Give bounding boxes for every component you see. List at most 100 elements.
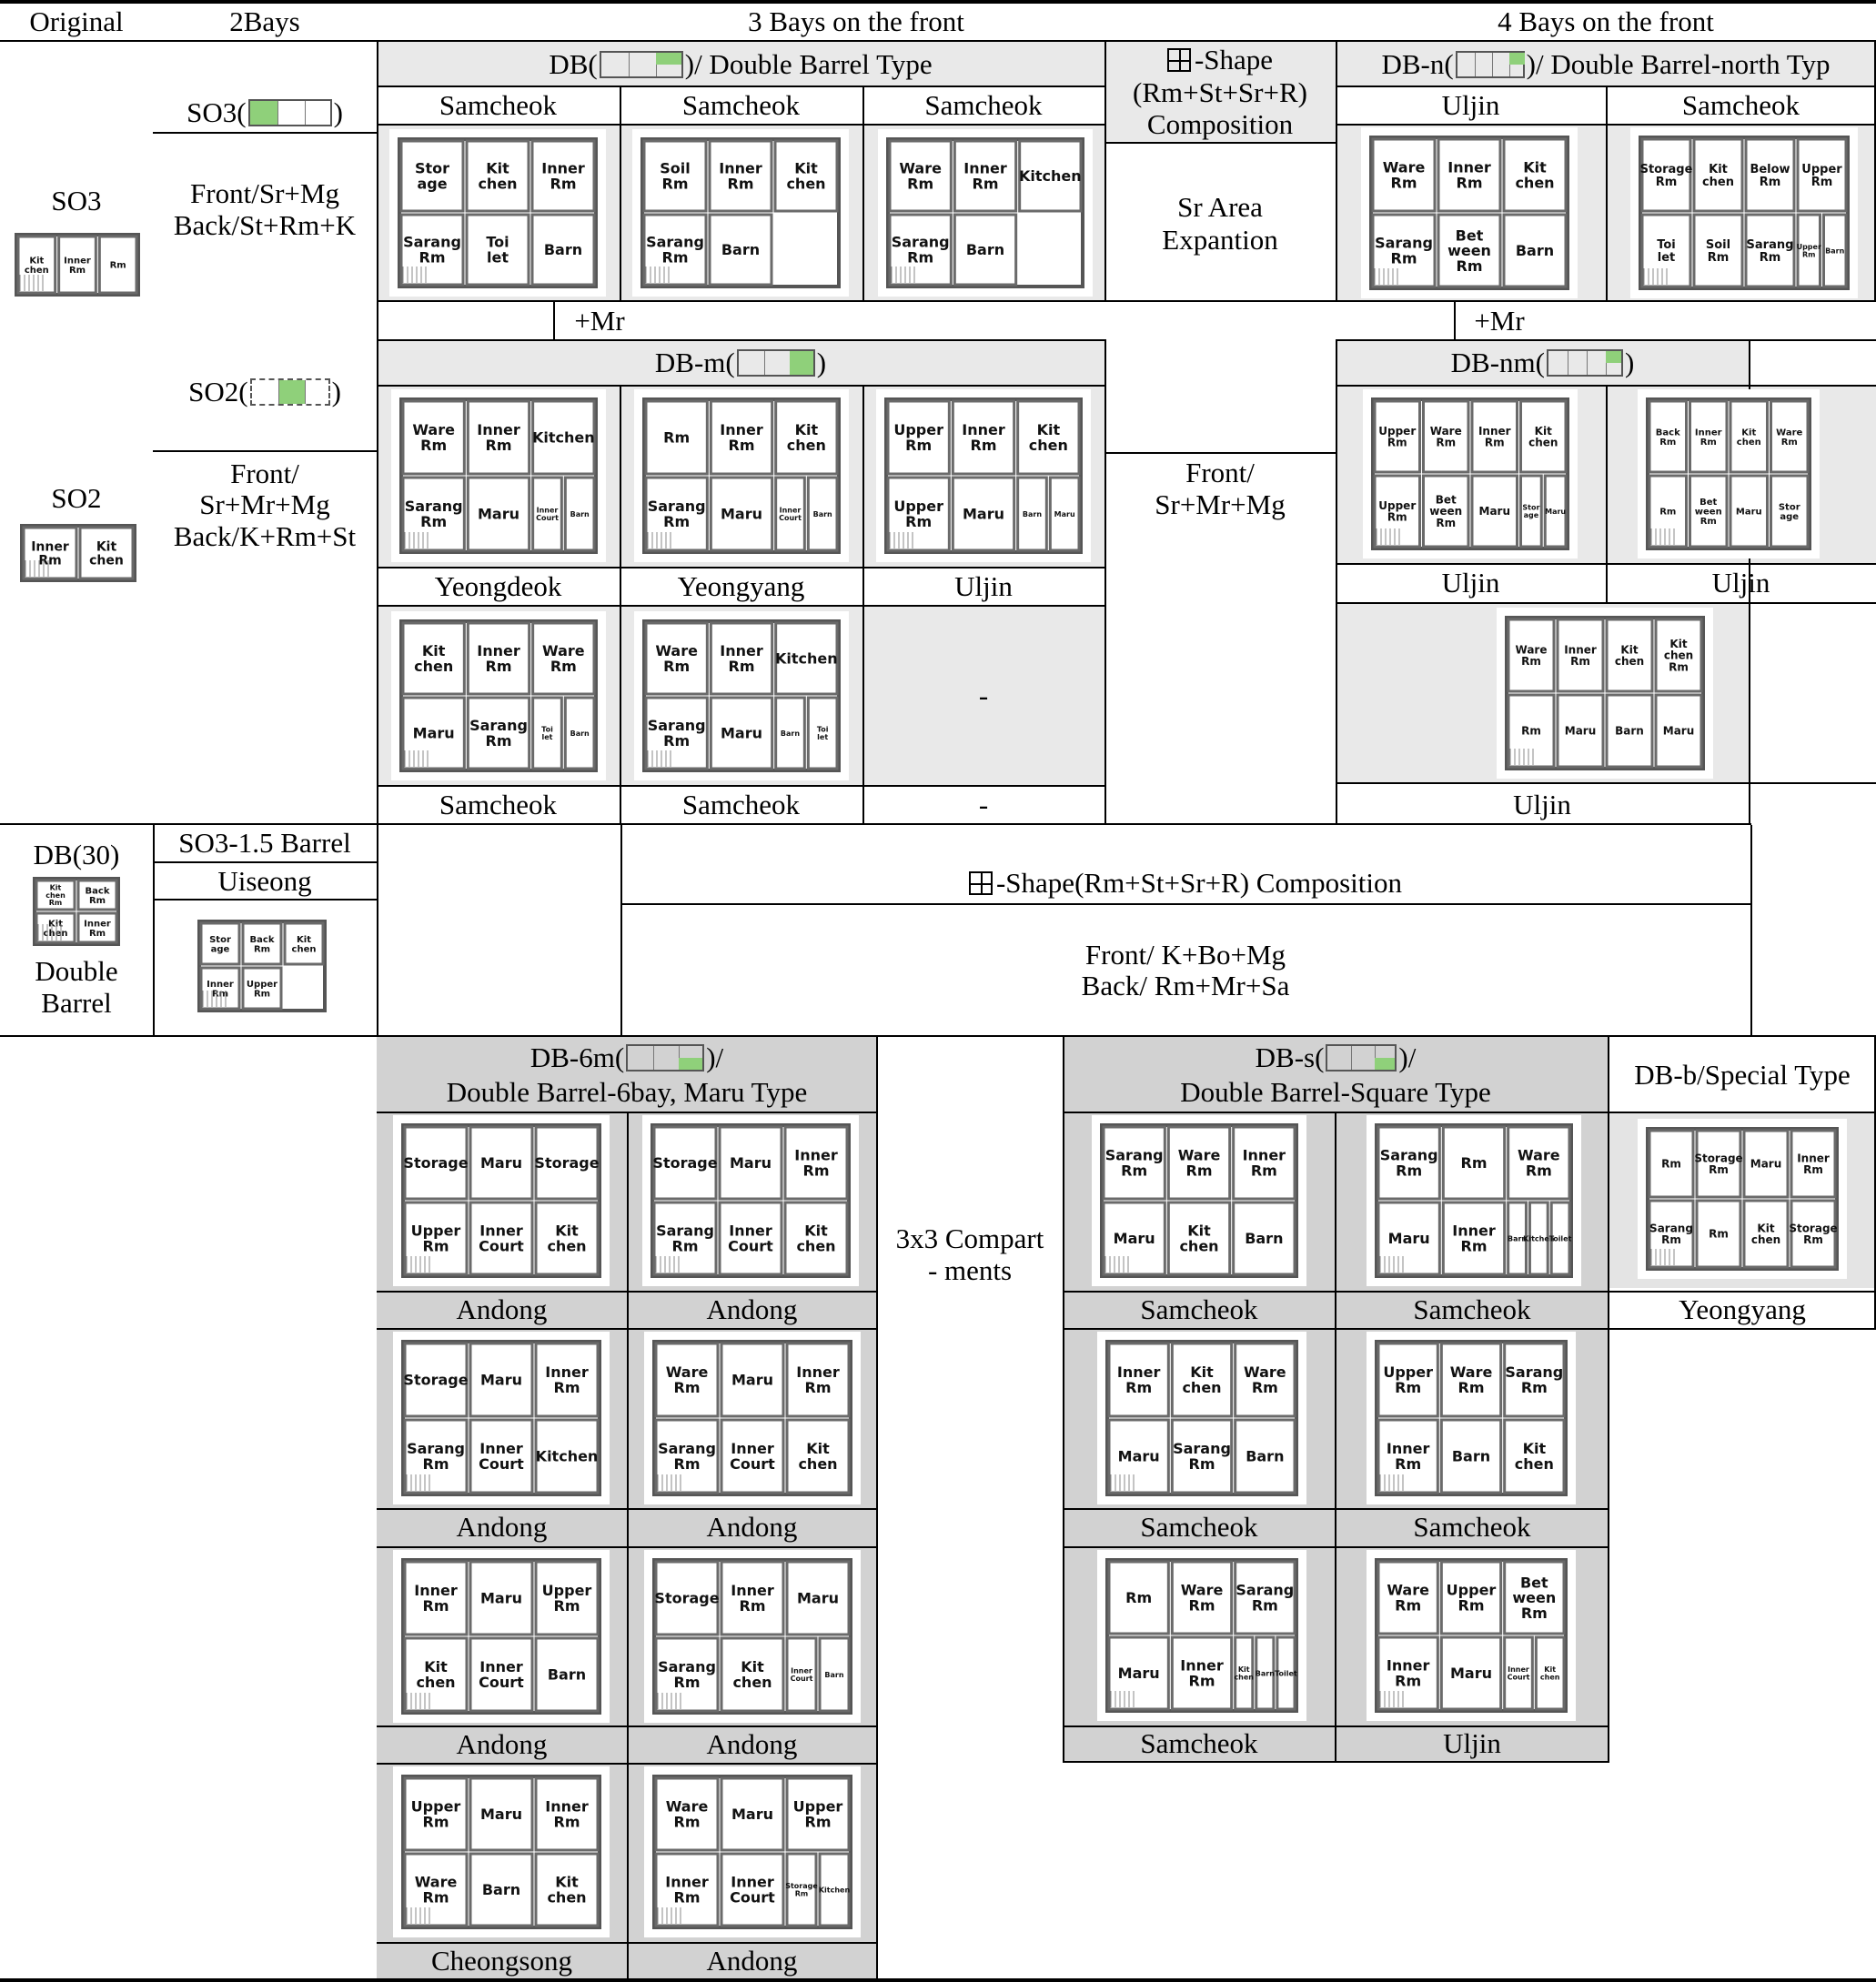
plan-room bbox=[241, 921, 283, 966]
label-db30: DB(30) bbox=[33, 839, 120, 871]
plan-room bbox=[1437, 137, 1502, 213]
rule bbox=[153, 823, 155, 1035]
so315-title: SO3-1.5 Barrel bbox=[178, 827, 351, 860]
plan-room bbox=[1107, 1418, 1170, 1494]
rule bbox=[377, 42, 378, 824]
plan-room bbox=[718, 1125, 783, 1201]
plan-room bbox=[1528, 1201, 1549, 1276]
plan-room bbox=[1102, 1125, 1166, 1201]
rule bbox=[620, 385, 621, 823]
db6m-bay-icon bbox=[626, 1044, 705, 1071]
plan-room bbox=[774, 696, 806, 770]
plan-room bbox=[709, 696, 774, 770]
plan-room bbox=[785, 1342, 851, 1418]
plan-room-label: Barn bbox=[1508, 1234, 1527, 1243]
plan-room bbox=[531, 696, 563, 770]
plan-room bbox=[466, 696, 531, 770]
plan-room bbox=[773, 139, 839, 213]
rule bbox=[1104, 339, 1106, 823]
db6m-place: Andong bbox=[706, 1728, 798, 1761]
plan-room bbox=[1503, 1635, 1534, 1711]
plan-outline bbox=[886, 137, 1084, 288]
plan-room-label: Barn bbox=[721, 241, 760, 258]
so3-suffix: ) bbox=[333, 96, 343, 129]
plan-room-label: Rm bbox=[663, 429, 690, 447]
plan-room bbox=[1729, 399, 1769, 474]
plan-room-label: Barn bbox=[570, 510, 590, 518]
plan-room bbox=[785, 1418, 851, 1494]
so2-suffix: ) bbox=[331, 376, 341, 408]
dbm-bay-icon bbox=[736, 349, 815, 377]
dbnm-title: DB-nm( ) bbox=[1336, 342, 1750, 384]
plan-room bbox=[199, 921, 241, 966]
plan-room-label: Barn bbox=[1516, 242, 1554, 259]
rule bbox=[1749, 339, 1750, 823]
header-original: Original bbox=[29, 5, 124, 38]
plan-room bbox=[1502, 213, 1568, 288]
plan-room bbox=[1234, 1418, 1296, 1494]
dbn-title-suffix: )/ Double Barrel-north Typ bbox=[1526, 48, 1831, 81]
plan-room bbox=[530, 139, 596, 213]
db-header-bg bbox=[377, 42, 1104, 87]
db6m-title-prefix: DB-6m( bbox=[530, 1041, 625, 1074]
plan-room bbox=[1695, 1129, 1742, 1199]
plan-room bbox=[654, 1776, 720, 1852]
plan-outline bbox=[652, 1558, 852, 1715]
plan-room-label: Maru bbox=[413, 725, 455, 742]
shape-line1-text: -Shape bbox=[1194, 44, 1274, 76]
plan-outline bbox=[652, 1340, 852, 1496]
dbnm-place: Uljin bbox=[1441, 567, 1500, 599]
plan-room bbox=[1170, 1342, 1234, 1418]
plan-outline bbox=[1371, 397, 1569, 550]
plan-room-label: Maru bbox=[1663, 725, 1695, 738]
plan-room bbox=[403, 1342, 469, 1418]
plan-room bbox=[465, 139, 530, 213]
rule bbox=[377, 300, 1876, 302]
plan-room bbox=[563, 476, 596, 552]
rule bbox=[876, 1035, 878, 1981]
plan-room bbox=[1439, 1560, 1503, 1635]
dbs-place: Uljin bbox=[1443, 1727, 1501, 1760]
dbm-place: Uljin bbox=[954, 570, 1013, 603]
plan-room-label: Maru bbox=[1479, 505, 1511, 518]
plan-outline bbox=[652, 1775, 852, 1929]
plan-room bbox=[1373, 474, 1421, 548]
plan-outline bbox=[399, 619, 598, 772]
plan-room bbox=[465, 213, 530, 287]
plan-room-label: Barn bbox=[482, 1881, 520, 1898]
plan-room bbox=[1695, 1199, 1742, 1269]
rule bbox=[620, 825, 622, 1037]
plan-room-label: Maru bbox=[478, 506, 519, 523]
rule bbox=[1336, 339, 1337, 823]
plan-room bbox=[399, 213, 465, 287]
